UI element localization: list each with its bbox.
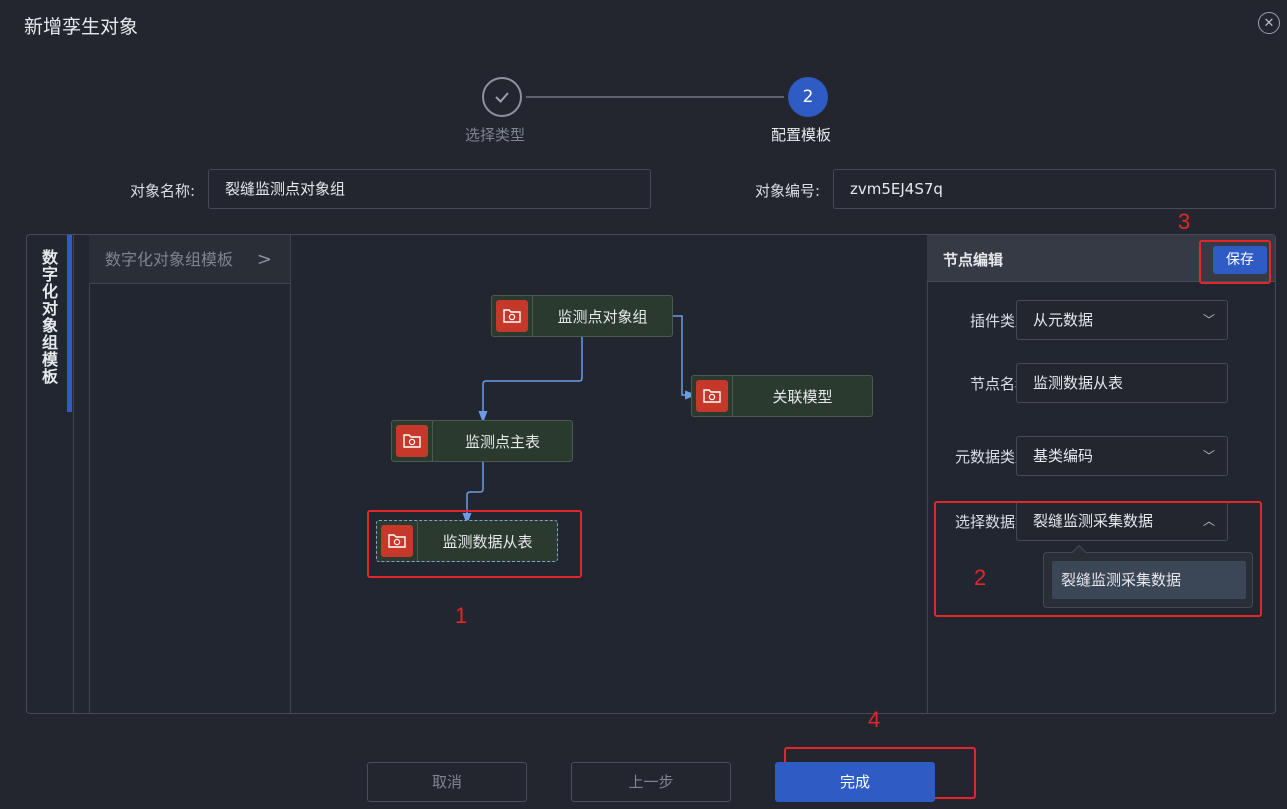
step-1-label: 选择类型 bbox=[465, 126, 526, 144]
close-icon[interactable]: ✕ bbox=[1258, 12, 1280, 34]
annotation-box-3 bbox=[1199, 240, 1271, 284]
finish-button[interactable]: 完成 bbox=[775, 762, 935, 802]
plugin-type-value: 从元数据 bbox=[1033, 311, 1094, 329]
annotation-number-2: 2 bbox=[974, 565, 987, 590]
divider bbox=[532, 296, 533, 336]
node-name-label: 节点名称 bbox=[969, 375, 1030, 393]
folder-sync-icon bbox=[396, 425, 428, 457]
vertical-tab-label: 数字化对象组模板 bbox=[41, 248, 58, 386]
chevron-up-icon: ︿ bbox=[1202, 514, 1215, 528]
node-label: 关联模型 bbox=[772, 387, 833, 406]
annotation-number-1: 1 bbox=[455, 603, 468, 628]
node-name-input[interactable]: 监测数据从表 bbox=[1016, 363, 1228, 403]
metadata-type-label: 元数据类型 bbox=[954, 448, 1030, 466]
divider bbox=[732, 376, 733, 416]
divider bbox=[290, 235, 291, 713]
annotation-number-4: 4 bbox=[868, 707, 881, 732]
save-button[interactable]: 保存 bbox=[1213, 246, 1267, 274]
dataset-dropdown: 裂缝监测采集数据 bbox=[1043, 544, 1253, 608]
metadata-type-select[interactable]: 基类编码 ﹀ bbox=[1016, 436, 1228, 476]
metadata-type-value: 基类编码 bbox=[1033, 447, 1094, 465]
chevron-right-icon: > bbox=[256, 249, 272, 270]
canvas-node[interactable]: 关联模型 bbox=[691, 375, 873, 417]
annotation-box-1 bbox=[367, 510, 582, 578]
canvas-node-selected[interactable]: 监测数据从表 bbox=[376, 520, 558, 562]
dataset-select[interactable]: 裂缝监测采集数据 ︿ bbox=[1016, 501, 1228, 541]
node-label: 监测点主表 bbox=[464, 432, 540, 451]
canvas-connectors bbox=[462, 315, 697, 525]
vertical-tab-indicator bbox=[67, 235, 72, 412]
step-2-label: 配置模板 bbox=[771, 126, 832, 144]
step-connector bbox=[526, 96, 784, 98]
template-list-header[interactable]: 数字化对象组模板 > bbox=[89, 235, 290, 284]
node-label: 监测点对象组 bbox=[557, 307, 648, 326]
object-code-label: 对象编号: bbox=[755, 182, 821, 200]
prev-step-button[interactable]: 上一步 bbox=[571, 762, 731, 802]
divider bbox=[89, 235, 90, 713]
object-name-input[interactable]: 裂缝监测点对象组 bbox=[208, 169, 651, 209]
node-editor-title: 节点编辑 bbox=[943, 251, 1004, 269]
annotation-number-3: 3 bbox=[1178, 209, 1191, 234]
chevron-down-icon: ﹀ bbox=[1202, 313, 1215, 327]
step-1-check-icon bbox=[482, 77, 522, 117]
divider bbox=[432, 421, 433, 461]
cancel-button[interactable]: 取消 bbox=[367, 762, 527, 802]
template-list-title: 数字化对象组模板 bbox=[105, 250, 234, 269]
canvas-node[interactable]: 监测点主表 bbox=[391, 420, 573, 462]
step-2-indicator: 2 bbox=[788, 77, 828, 117]
dataset-value: 裂缝监测采集数据 bbox=[1033, 512, 1154, 530]
dialog-title: 新增孪生对象 bbox=[24, 16, 139, 38]
plugin-type-label: 插件类型 bbox=[969, 312, 1030, 330]
folder-sync-icon bbox=[381, 525, 413, 557]
annotation-box-2 bbox=[934, 501, 1262, 617]
chevron-down-icon: ﹀ bbox=[1202, 449, 1215, 463]
canvas-node[interactable]: 监测点对象组 bbox=[491, 295, 673, 337]
object-code-input[interactable]: zvm5EJ4S7q bbox=[833, 169, 1276, 209]
dropdown-option[interactable]: 裂缝监测采集数据 bbox=[1052, 561, 1246, 599]
dataset-label: 选择数据集 bbox=[954, 513, 1030, 531]
divider bbox=[73, 235, 74, 713]
folder-sync-icon bbox=[696, 380, 728, 412]
plugin-type-select[interactable]: 从元数据 ﹀ bbox=[1016, 300, 1228, 340]
divider bbox=[927, 235, 928, 713]
folder-sync-icon bbox=[496, 300, 528, 332]
object-name-label: 对象名称: bbox=[130, 182, 196, 200]
divider bbox=[417, 521, 418, 561]
vertical-tab[interactable]: 数字化对象组模板 bbox=[27, 235, 73, 713]
node-editor-header: 节点编辑 保存 bbox=[927, 235, 1275, 282]
node-label: 监测数据从表 bbox=[442, 532, 533, 551]
